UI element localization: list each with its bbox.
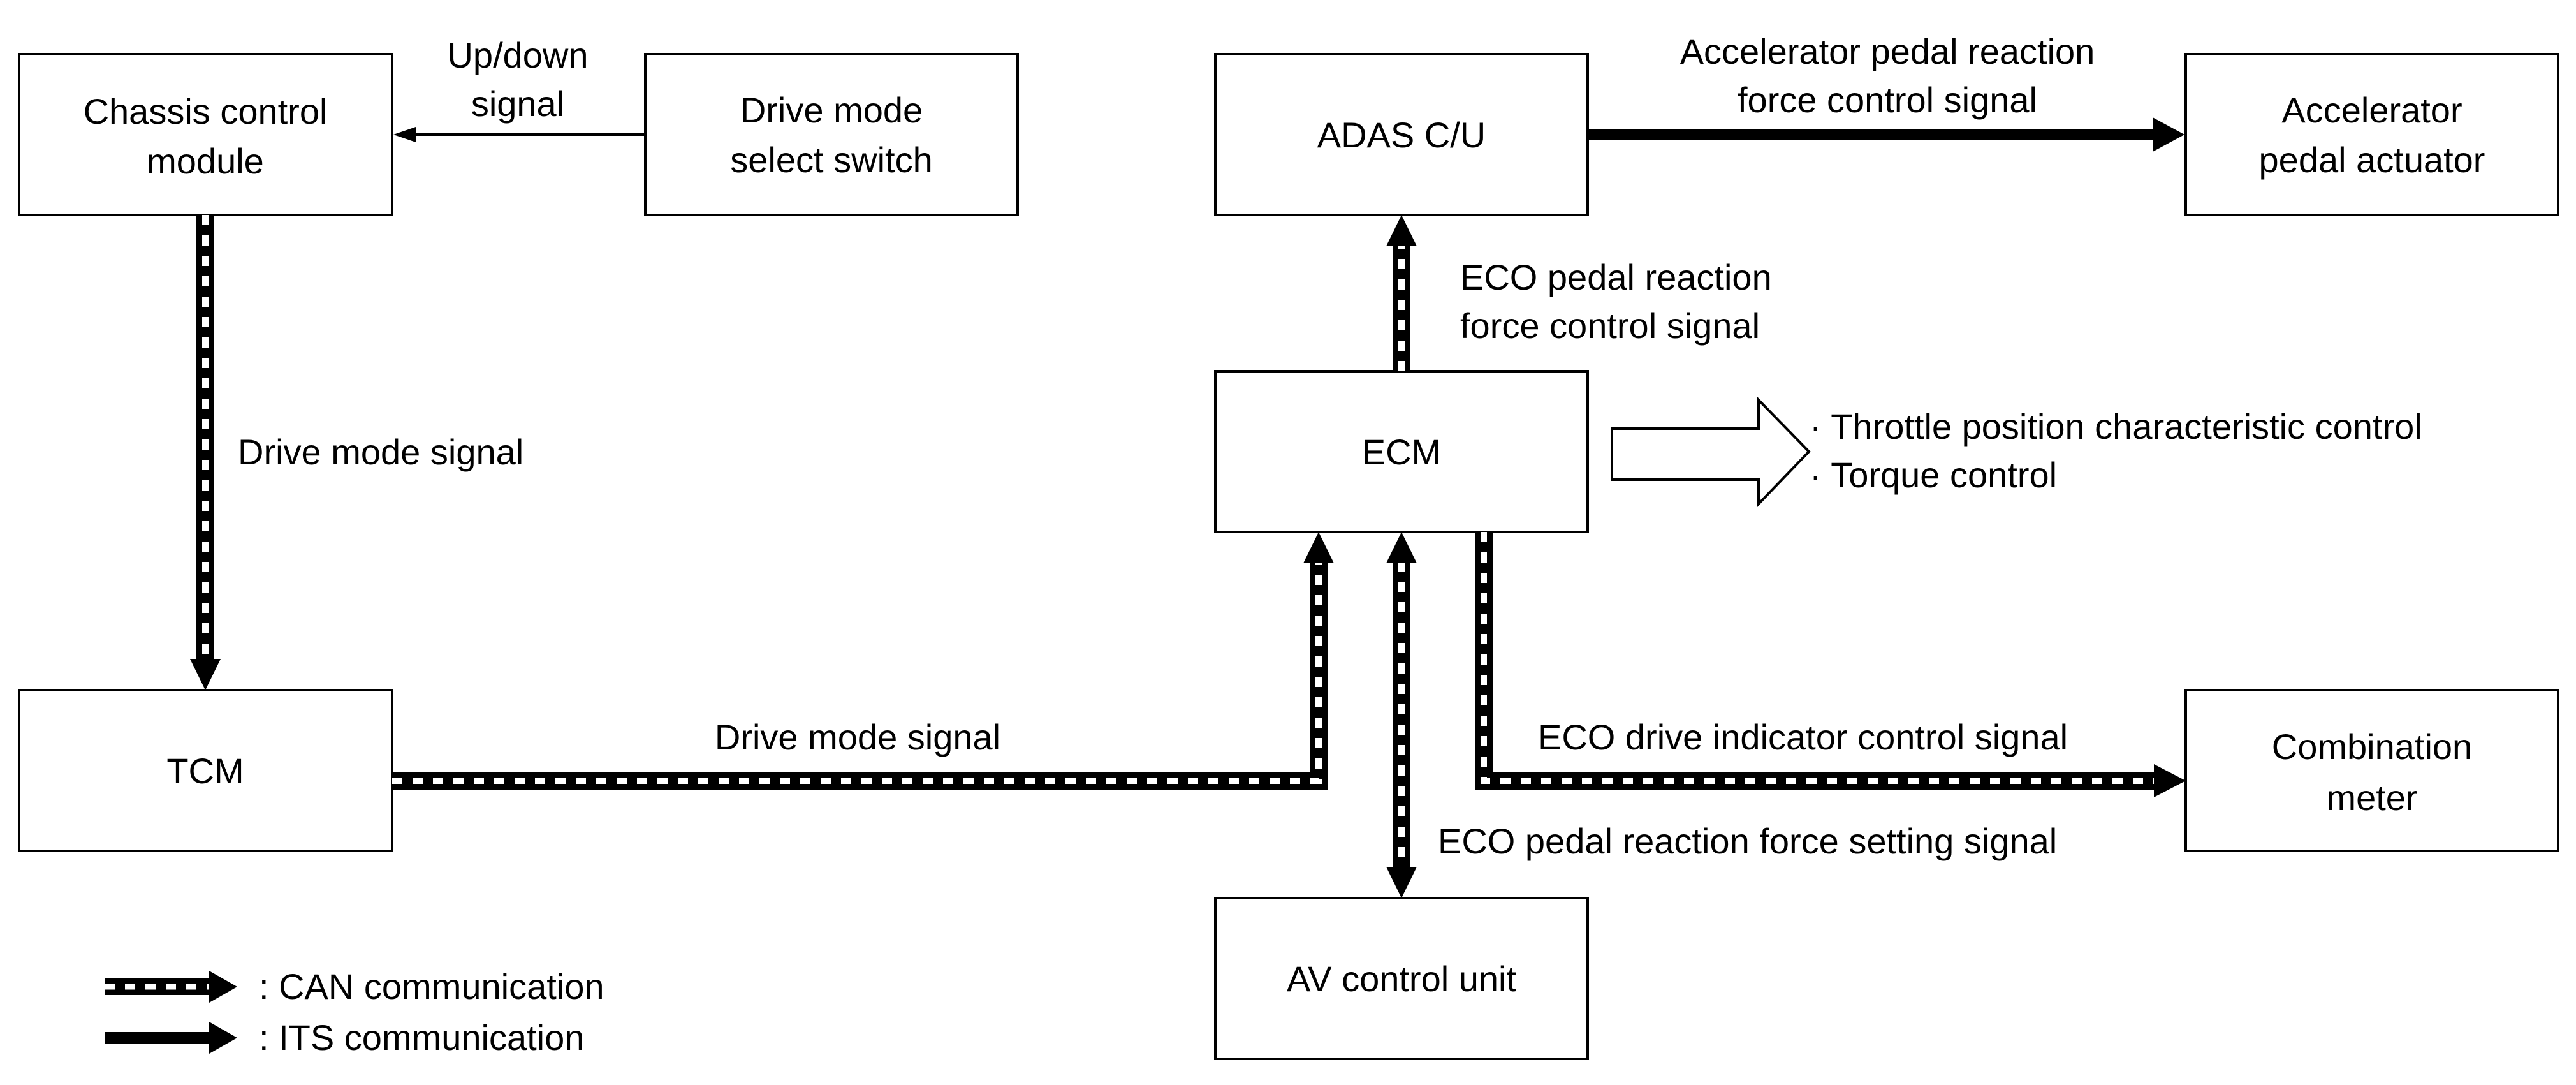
block-chassis-control-module: Chassis control module: [18, 53, 393, 216]
block-chassis-label-line2: module: [147, 141, 264, 181]
block-accelerator-pedal-actuator: Accelerator pedal actuator: [2184, 53, 2559, 216]
connector-accel-reaction-signal: Accelerator pedal reaction force control…: [1588, 31, 2184, 152]
legend-can-label: : CAN communication: [259, 966, 604, 1007]
signal-eco-pedal-reaction-line2: force control signal: [1460, 306, 1760, 346]
connector-eco-pedal-reaction: ECO pedal reaction force control signal: [1386, 215, 1772, 371]
block-av-control-label: AV control unit: [1287, 959, 1516, 999]
block-drive-switch-label-line1: Drive mode: [740, 90, 923, 130]
block-combination-meter-label-line2: meter: [2326, 778, 2417, 818]
block-accel-actuator-label-line2: pedal actuator: [2259, 140, 2485, 180]
block-adas-label: ADAS C/U: [1317, 115, 1486, 155]
signal-eco-pedal-reaction-line1: ECO pedal reaction: [1460, 257, 1772, 297]
output-torque-control: · Torque control: [1810, 455, 2057, 495]
block-tcm: TCM: [18, 689, 393, 852]
signal-drive-mode-horizontal: Drive mode signal: [715, 717, 1000, 757]
signal-drive-mode-vertical: Drive mode signal: [238, 432, 523, 472]
signal-accel-reaction-line1: Accelerator pedal reaction: [1680, 31, 2095, 71]
connector-eco-setting: ECO pedal reaction force setting signal: [1386, 532, 2057, 898]
legend-can: : CAN communication: [105, 966, 604, 1007]
signal-eco-indicator: ECO drive indicator control signal: [1538, 717, 2068, 757]
legend-its: : ITS communication: [105, 1017, 584, 1058]
connector-up-down-signal: Up/down signal: [393, 35, 645, 142]
block-accel-actuator-label-line1: Accelerator: [2281, 90, 2462, 130]
signal-accel-reaction-line2: force control signal: [1738, 80, 2037, 120]
output-throttle-control: · Throttle position characteristic contr…: [1810, 406, 2422, 447]
signal-up-down-line1: Up/down: [447, 35, 588, 75]
connector-drive-mode-vertical: Drive mode signal: [190, 215, 523, 690]
signal-up-down-line2: signal: [471, 84, 564, 124]
block-drive-mode-select-switch: Drive mode select switch: [644, 53, 1019, 216]
block-ecm: ECM: [1214, 370, 1589, 533]
legend-its-label: : ITS communication: [259, 1017, 584, 1058]
block-combination-meter-label-line1: Combination: [2272, 727, 2472, 767]
signal-eco-setting: ECO pedal reaction force setting signal: [1438, 821, 2057, 861]
legend: : CAN communication : ITS communication: [105, 966, 604, 1058]
block-drive-switch-label-line2: select switch: [730, 140, 932, 180]
block-av-control-unit: AV control unit: [1214, 897, 1589, 1060]
connector-drive-mode-horizontal: Drive mode signal: [392, 532, 1334, 790]
block-combination-meter: Combination meter: [2184, 689, 2559, 852]
block-ecm-label: ECM: [1362, 432, 1441, 472]
block-tcm-label: TCM: [166, 751, 244, 791]
connector-eco-indicator: ECO drive indicator control signal: [1475, 532, 2186, 797]
block-adas-cu: ADAS C/U: [1214, 53, 1589, 216]
ecm-output-arrow: · Throttle position characteristic contr…: [1611, 397, 2422, 507]
block-chassis-label-line1: Chassis control: [84, 91, 328, 131]
